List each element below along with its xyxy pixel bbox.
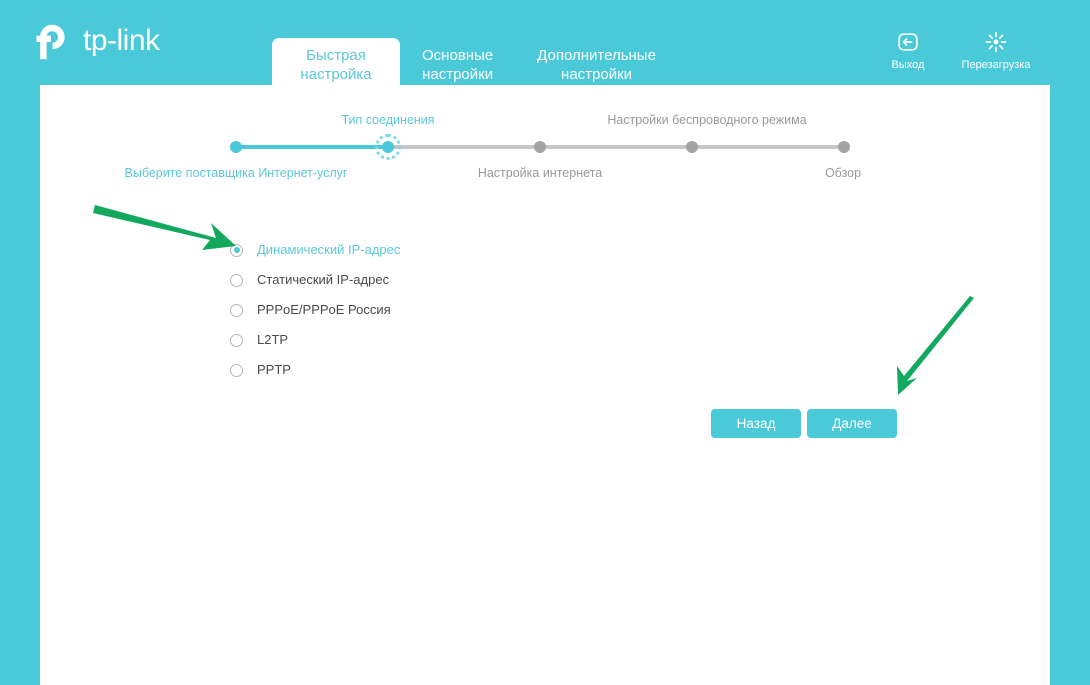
tab-basic-settings[interactable]: Основные настройки bbox=[422, 46, 494, 83]
stepper-node-5[interactable] bbox=[838, 141, 850, 153]
next-button[interactable]: Далее bbox=[807, 409, 897, 438]
radio-option-l2tp[interactable]: L2TP bbox=[230, 325, 400, 355]
tp-link-logo-icon bbox=[34, 22, 74, 62]
tab-quick-setup[interactable]: Быстрая настройка bbox=[272, 38, 400, 85]
radio-option-pptp[interactable]: PPTP bbox=[230, 355, 400, 385]
back-button[interactable]: Назад bbox=[711, 409, 801, 438]
stepper-node-2[interactable] bbox=[375, 134, 401, 160]
main-tabs: Быстрая настройка Основные настройки Доп… bbox=[272, 38, 678, 85]
reboot-icon bbox=[951, 29, 1041, 55]
app-header: tp-link Быстрая настройка Основные настр… bbox=[0, 0, 1090, 85]
connection-type-radio-group: Динамический IP-адрес Статический IP-адр… bbox=[230, 235, 400, 385]
stepper-label-5: Обзор bbox=[824, 166, 862, 180]
radio-mark-pptp[interactable] bbox=[230, 363, 243, 377]
radio-label-pppoe: PPPoE/PPPoE Россия bbox=[257, 302, 391, 317]
radio-mark-static-ip[interactable] bbox=[230, 273, 243, 287]
stepper-label-1: Выберите поставщика Интернет-услуг bbox=[124, 166, 348, 180]
tp-link-logo: tp-link bbox=[34, 20, 160, 64]
radio-option-pppoe[interactable]: PPPoE/PPPoE Россия bbox=[230, 295, 400, 325]
stepper-track-progress bbox=[236, 145, 388, 149]
radio-mark-pppoe[interactable] bbox=[230, 303, 243, 317]
setup-wizard-stepper: Выберите поставщика Интернет-услуг Тип с… bbox=[40, 105, 1050, 205]
radio-mark-dynamic-ip[interactable] bbox=[230, 243, 243, 257]
radio-option-dynamic-ip[interactable]: Динамический IP-адрес bbox=[230, 235, 400, 265]
stepper-label-2: Тип соединения bbox=[341, 113, 435, 127]
radio-label-dynamic-ip: Динамический IP-адрес bbox=[257, 242, 401, 257]
reboot-label: Перезагрузка bbox=[961, 59, 1031, 71]
wizard-button-row: Назад Далее bbox=[711, 409, 897, 438]
brand-name: tp-link bbox=[83, 23, 160, 57]
radio-option-static-ip[interactable]: Статический IP-адрес bbox=[230, 265, 400, 295]
stepper-label-4: Настройки беспроводного режима bbox=[607, 113, 807, 127]
logout-button[interactable]: Выход bbox=[863, 29, 953, 73]
content-panel: Выберите поставщика Интернет-услуг Тип с… bbox=[40, 85, 1050, 685]
stepper-node-3[interactable] bbox=[534, 141, 546, 153]
stepper-node-1[interactable] bbox=[230, 141, 242, 153]
stepper-label-3: Настройка интернета bbox=[477, 166, 603, 180]
radio-mark-l2tp[interactable] bbox=[230, 333, 243, 347]
radio-label-pptp: PPTP bbox=[257, 362, 291, 377]
stepper-node-4[interactable] bbox=[686, 141, 698, 153]
radio-label-l2tp: L2TP bbox=[257, 332, 289, 347]
tab-advanced-settings[interactable]: Дополнительные настройки bbox=[537, 46, 656, 83]
reboot-button[interactable]: Перезагрузка bbox=[951, 29, 1041, 73]
radio-label-static-ip: Статический IP-адрес bbox=[257, 272, 390, 287]
logout-label: Выход bbox=[891, 59, 925, 71]
logout-icon bbox=[863, 29, 953, 55]
